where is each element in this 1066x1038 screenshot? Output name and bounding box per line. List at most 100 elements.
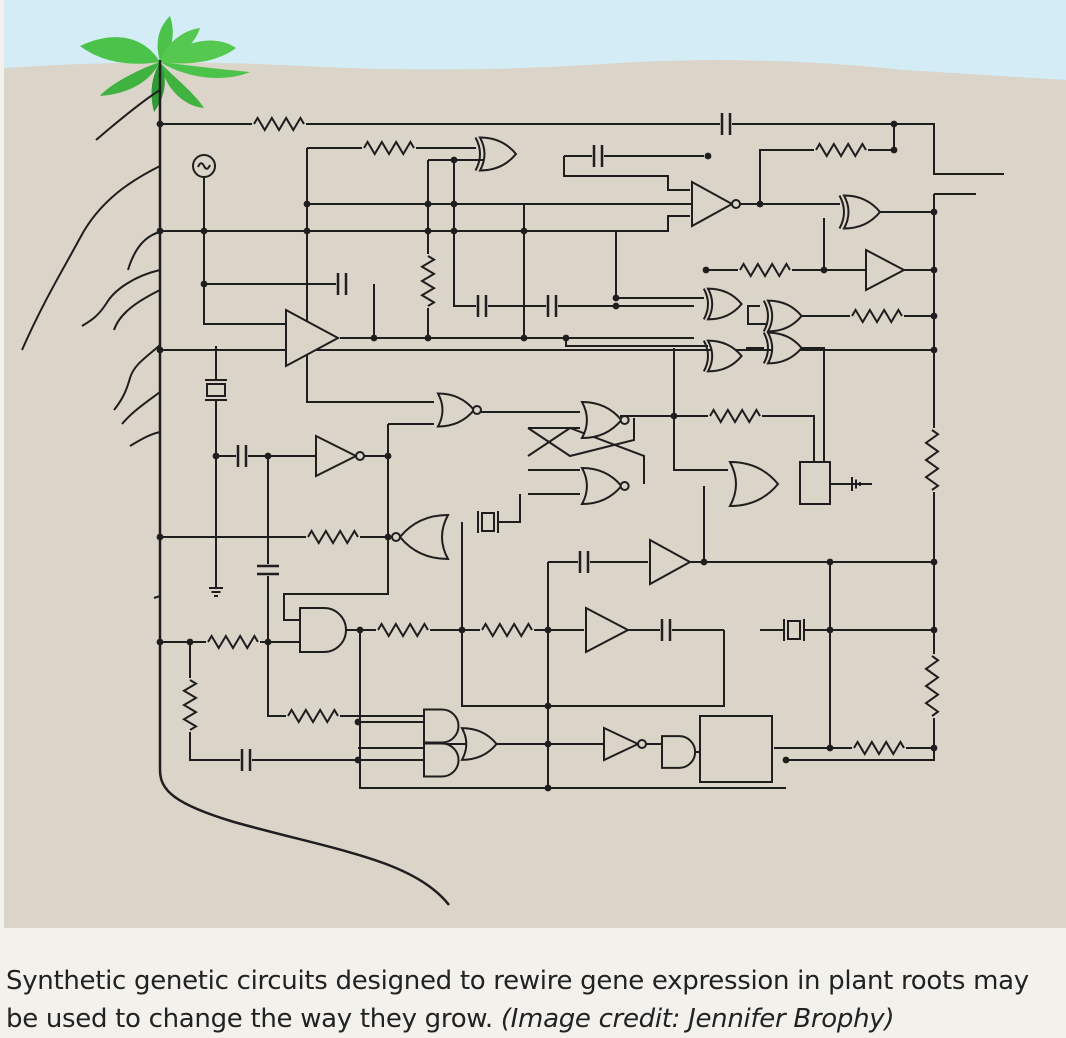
nor-gate-icon [436, 392, 482, 428]
junction-dot [826, 558, 834, 566]
junction-dot [200, 280, 208, 288]
and-gate-icon [423, 708, 460, 744]
nor-gate-icon [580, 400, 630, 440]
junction-dot [384, 533, 392, 541]
junction-dot [930, 208, 938, 216]
junction-dot [930, 346, 938, 354]
junction-dot [520, 334, 528, 342]
junction-dot [756, 200, 764, 208]
junction-dot [450, 156, 458, 164]
junction-dot [930, 266, 938, 274]
junction-dot [820, 266, 828, 274]
not-gate-icon [603, 726, 647, 762]
capacitor-icon [660, 618, 672, 642]
junction-dot [930, 558, 938, 566]
crystal-icon [783, 617, 805, 643]
capacitor-icon [546, 294, 558, 318]
resistor-icon [480, 622, 534, 638]
junction-dot [544, 784, 552, 792]
capacitor-icon [720, 112, 732, 136]
junction-dot [156, 120, 164, 128]
junction-dot [450, 200, 458, 208]
and-gate-icon [299, 607, 347, 653]
wire [359, 630, 786, 789]
xor-gate-icon [762, 331, 803, 365]
junction-dot [700, 558, 708, 566]
resistor-icon [182, 678, 198, 732]
resistor-icon [708, 408, 762, 424]
caption-credit: (Image credit: Jennifer Brophy) [500, 1004, 895, 1034]
resistor-icon [850, 308, 904, 324]
junction-dot [186, 638, 194, 646]
root-icon [21, 60, 450, 906]
xor-gate-icon [762, 299, 803, 333]
junction-dot [303, 200, 311, 208]
junction-dot [930, 744, 938, 752]
ic-block-icon [799, 461, 831, 505]
xor-gate-icon [838, 194, 882, 230]
junction-dot [354, 756, 362, 764]
capacitor-icon [578, 550, 590, 574]
nor-gate-icon [391, 513, 450, 561]
caption-text: Synthetic genetic circuits designed to r… [6, 966, 1029, 1034]
wire [784, 194, 935, 761]
capacitor-icon [240, 748, 252, 772]
wire [160, 123, 1004, 175]
junction-dot [264, 452, 272, 460]
not-gate-icon [315, 434, 365, 478]
wire [461, 522, 725, 707]
junction-dot [520, 227, 528, 235]
or-gate-icon [728, 460, 780, 508]
ground-icon [209, 580, 223, 597]
amplifier-icon [285, 308, 341, 368]
junction-dot [156, 346, 164, 354]
resistor-icon [206, 634, 260, 650]
junction-dot [782, 756, 790, 764]
crystal-icon [203, 379, 229, 401]
junction-dot [930, 626, 938, 634]
or-gate-icon [460, 727, 498, 761]
junction-dot [704, 152, 712, 160]
xor-gate-icon [702, 287, 743, 321]
components [182, 112, 940, 783]
ac-source-icon [192, 154, 216, 178]
resistor-icon [376, 622, 430, 638]
junction-dot [370, 334, 378, 342]
resistor-icon [814, 142, 868, 158]
ground-icon [844, 477, 861, 491]
junction-dot [200, 227, 208, 235]
junction-dot [450, 227, 458, 235]
junction-dot [612, 294, 620, 302]
xor-gate-icon [474, 136, 518, 172]
junction-dot [826, 626, 834, 634]
xor-gate-icon [702, 339, 743, 373]
resistor-icon [420, 254, 436, 308]
junction-dot [544, 702, 552, 710]
junction-dot [890, 146, 898, 154]
resistor-icon [738, 262, 792, 278]
crystal-icon [477, 509, 499, 535]
junction-dot [156, 533, 164, 541]
junction-dot [930, 312, 938, 320]
junction-dot [354, 718, 362, 726]
ic-block-icon [699, 715, 773, 783]
wire [527, 426, 645, 484]
buffer-icon [865, 248, 907, 292]
and-gate-icon [423, 742, 460, 778]
wire [794, 347, 825, 462]
wire [494, 494, 521, 523]
circuit-illustration [4, 0, 1066, 928]
resistor-icon [306, 529, 360, 545]
junction-dot [612, 302, 620, 310]
figure-caption: Synthetic genetic circuits designed to r… [6, 962, 1056, 1038]
junction-dot [702, 266, 710, 274]
wire [563, 156, 690, 191]
buffer-icon [649, 538, 693, 586]
buffer-icon [585, 606, 631, 654]
not-bubble [731, 199, 741, 209]
wire [616, 215, 690, 232]
plant-icon [80, 16, 250, 112]
capacitor-icon [256, 564, 280, 576]
resistor-icon [362, 140, 416, 156]
capacitor-icon [592, 144, 604, 168]
